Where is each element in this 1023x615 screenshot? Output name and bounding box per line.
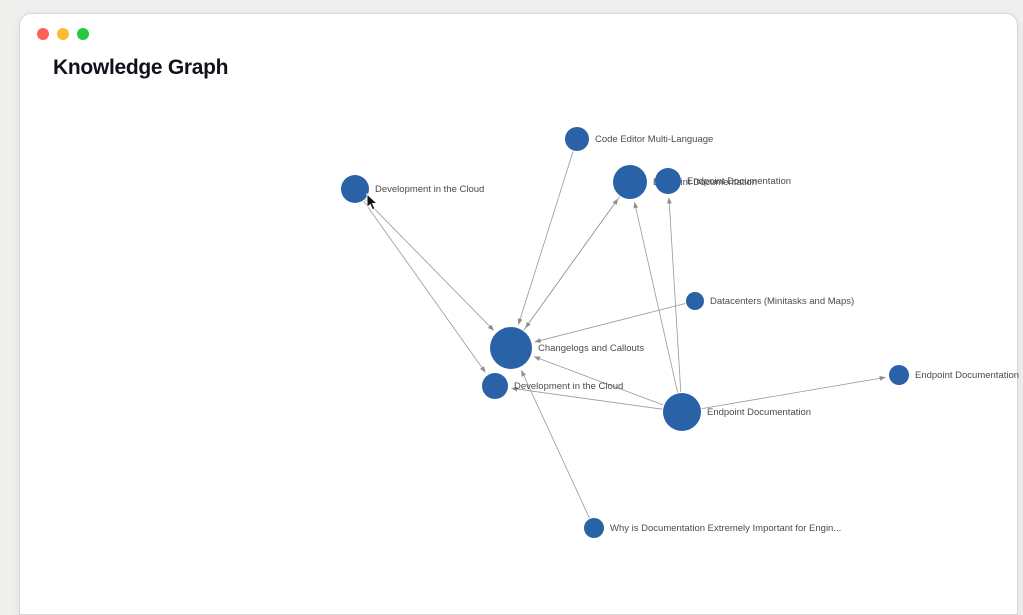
graph-node-label: Changelogs and Callouts [538, 343, 644, 354]
window-titlebar: Knowledge Graph [37, 28, 228, 79]
graph-node-endpoint_top_b[interactable] [655, 168, 681, 194]
graph-node-datacenters[interactable] [686, 292, 704, 310]
graph-edge [363, 200, 486, 373]
mouse-cursor-icon [366, 193, 379, 211]
graph-node-dev_cloud_b[interactable] [482, 373, 508, 399]
graph-edges [363, 151, 886, 519]
graph-node-label: Datacenters (Minitasks and Maps) [710, 296, 854, 307]
graph-node-code_editor[interactable] [565, 127, 589, 151]
graph-node-dev_cloud_a[interactable] [341, 175, 369, 203]
graph-node-endpoint_main[interactable] [663, 393, 701, 431]
graph-node-label: Endpoint Documentation [707, 407, 811, 418]
graph-edge [633, 201, 678, 393]
graph-node-label: Endpoint Documentation [653, 177, 757, 188]
graph-edge [521, 369, 590, 519]
graph-nodes: Development in the Cloud Code Editor Mult… [341, 127, 1019, 538]
graph-edge [511, 386, 663, 410]
page-title: Knowledge Graph [53, 56, 229, 79]
graph-edge [534, 303, 686, 343]
graph-edge [525, 196, 620, 329]
traffic-lights [37, 28, 89, 40]
graph-node-endpoint_top_a[interactable] [613, 165, 647, 199]
graph-edge [701, 375, 886, 409]
graph-edge [517, 151, 574, 325]
graph-node-why_is_docs[interactable] [584, 518, 604, 538]
minimize-button[interactable] [57, 28, 69, 40]
graph-node-label: Development in the Cloud [514, 381, 623, 392]
graph-edge [365, 199, 495, 331]
graph-node-label: Endpoint Documentation [687, 176, 791, 187]
app-window: Knowledge Graph [19, 13, 1018, 615]
knowledge-graph-canvas[interactable]: Development in the Cloud Code Editor Mult… [0, 0, 1023, 600]
graph-node-changelogs[interactable] [490, 327, 532, 369]
graph-node-endpoint_right[interactable] [889, 365, 909, 385]
graph-node-label: Code Editor Multi-Language [595, 134, 713, 145]
graph-node-label: Development in the Cloud [375, 184, 484, 195]
graph-edge [666, 197, 682, 393]
close-button[interactable] [37, 28, 49, 40]
graph-node-label: Why is Documentation Extremely Important… [610, 523, 841, 534]
graph-edge [533, 356, 664, 406]
zoom-button[interactable] [77, 28, 89, 40]
graph-node-label: Endpoint Documentation [915, 370, 1019, 381]
